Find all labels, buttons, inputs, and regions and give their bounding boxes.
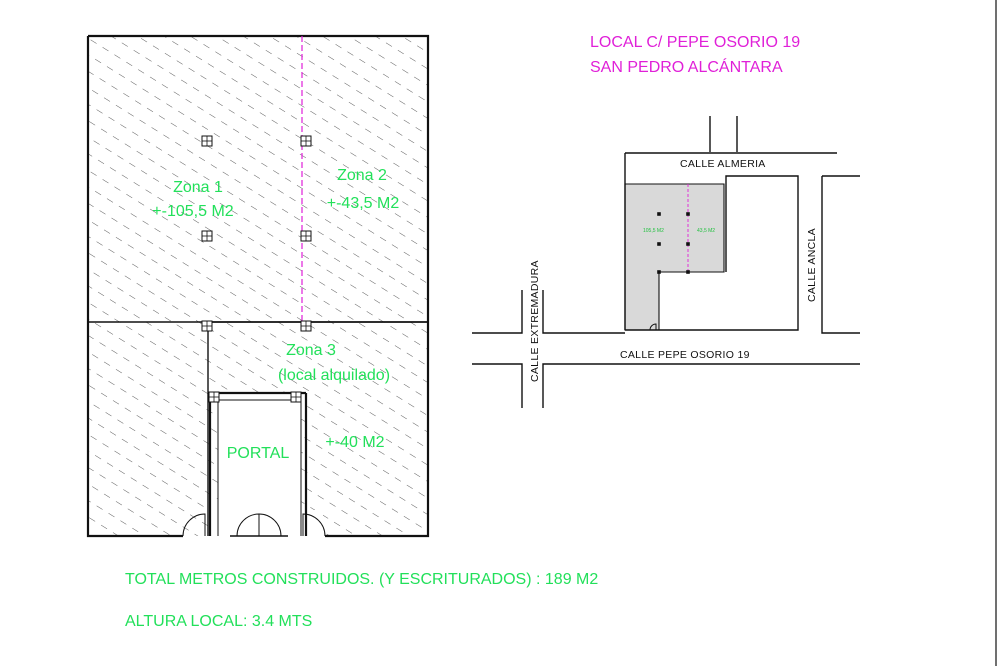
portal-walls (208, 391, 308, 536)
column-icon (208, 391, 220, 403)
lot-column-icon (657, 212, 661, 216)
outer-wall-top-right (88, 34, 430, 538)
lot-column-icon (657, 242, 661, 246)
portal-label: PORTAL (227, 445, 290, 462)
portal-door-left (236, 513, 260, 537)
column-icon (300, 320, 312, 332)
title-line1: LOCAL C/ PEPE OSORIO 19 (590, 34, 800, 51)
calle-almeria-side-lines (709, 116, 738, 152)
zona2-label: Zona 2 (337, 167, 387, 184)
main-floor-plan: Zona 1 +-105,5 M2 Zona 2 +-43,5 M2 Zona … (86, 34, 430, 538)
street-pepe-osorio: CALLE PEPE OSORIO 19 (620, 349, 750, 361)
mini-area-2: 43,5 M2 (697, 228, 715, 234)
street-extremadura: CALLE EXTREMADURA (529, 260, 541, 382)
calle-pepe-osorio-bottom-line (472, 363, 860, 408)
site-location-map: 105,5 M2 43,5 M2 CALLE ALMERIA CALLE PEP… (472, 116, 860, 408)
column-icon (290, 391, 302, 403)
door-swing-left (182, 513, 206, 537)
portal-door-right (258, 513, 282, 537)
lot-column-icon (686, 270, 690, 274)
lot-column-icon (686, 212, 690, 216)
street-almeria: CALLE ALMERIA (680, 158, 766, 170)
hatched-floor-area (88, 36, 428, 536)
street-ancla: CALLE ANCLA (806, 228, 818, 302)
block-outline (624, 153, 799, 331)
local-height: ALTURA LOCAL: 3.4 MTS (125, 613, 312, 630)
zona3-area: +-40 M2 (325, 434, 384, 451)
lot-column-icon (657, 270, 661, 274)
lot-column-icon (686, 242, 690, 246)
zona2-area: +-43,5 M2 (327, 195, 400, 212)
column-icon (300, 230, 312, 242)
door-swing-right (302, 513, 326, 537)
title-line2: SAN PEDRO ALCÁNTARA (590, 57, 783, 76)
zona3-sublabel: (local alquilado) (278, 367, 390, 384)
calle-ancla-right-block (821, 175, 860, 334)
zona1-area: +-105,5 M2 (152, 203, 233, 220)
outer-wall-left (86, 36, 183, 538)
total-built-area: TOTAL METROS CONSTRUIDOS. (Y ESCRITURADO… (125, 571, 598, 588)
calle-extremadura-top-block (472, 290, 625, 334)
column-icon (201, 135, 213, 147)
mini-area-1: 105,5 M2 (643, 228, 664, 234)
column-icon (201, 230, 213, 242)
zona3-label: Zona 3 (286, 342, 336, 359)
lot-column-markers (657, 212, 690, 274)
column-icon (201, 320, 213, 332)
zona1-label: Zona 1 (173, 179, 223, 196)
column-icon (300, 135, 312, 147)
lot-footprint (624, 183, 725, 331)
portal-inner-walls (217, 399, 302, 536)
portal-area (218, 393, 301, 537)
column-markers (201, 135, 312, 403)
